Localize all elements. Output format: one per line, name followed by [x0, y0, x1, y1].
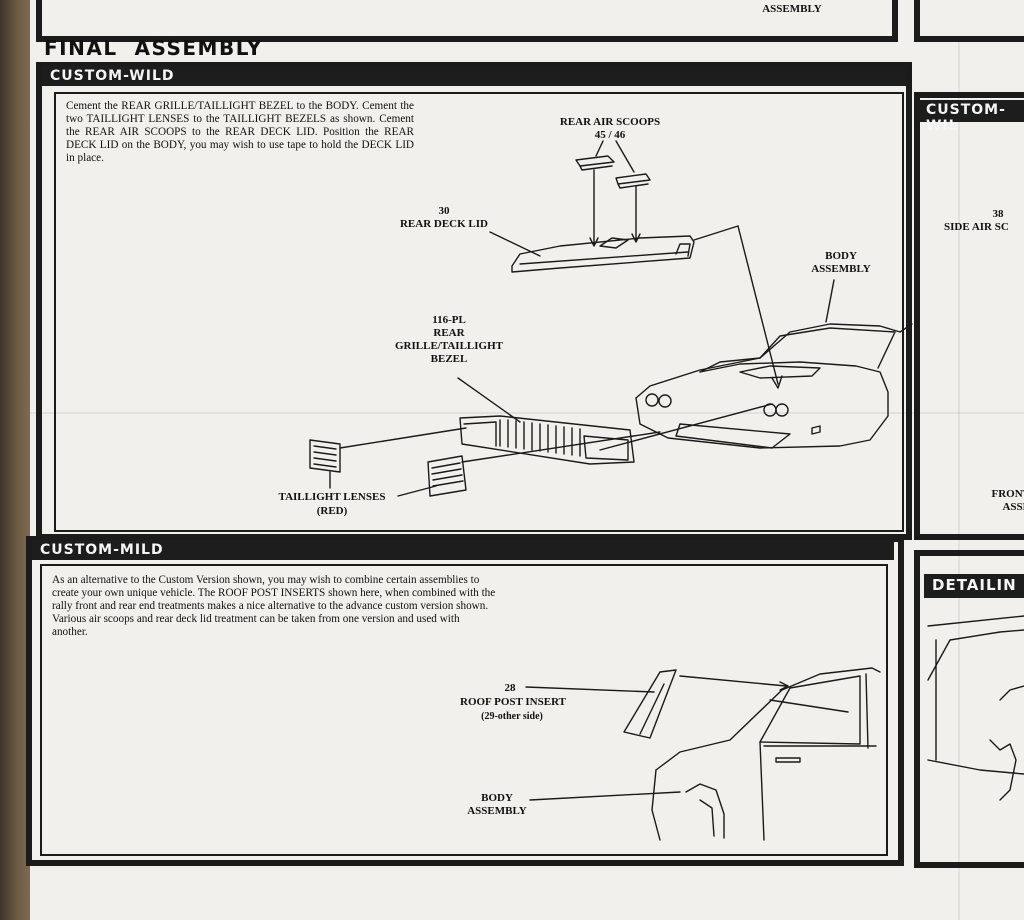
- scoop-placement-arrows: [589, 140, 641, 247]
- custom-wild-body-drawing: [635, 279, 913, 449]
- previous-step-caption: ASSEMBLY: [762, 3, 822, 15]
- custom-mild-body-drawing: [529, 667, 881, 841]
- label-rear-deck-lid: REAR DECK LID: [399, 218, 488, 230]
- custom-wild-inner-frame: [54, 92, 904, 532]
- custom-mild-instructions: As an alternative to the Custom Version …: [52, 574, 496, 638]
- rear-air-scoop-45-drawing: [575, 155, 615, 171]
- custom-mild-panel: [26, 536, 904, 866]
- taillight-lens-right-drawing: [427, 455, 467, 497]
- previous-step-panel: [36, 0, 898, 42]
- label-mild-body-assembly: BODY ASSEMBLY: [467, 792, 527, 817]
- previous-right-panel: [914, 0, 1024, 42]
- rear-air-scoop-46-drawing: [615, 173, 651, 189]
- detailing-partial-drawing: [927, 615, 1024, 801]
- deck-lid-to-body-leader: [693, 225, 783, 389]
- right-custom-wild-title: CUSTOM-WIL: [926, 102, 1006, 134]
- label-roof-post-insert-part-number: 28: [504, 682, 516, 694]
- instruction-sheet: [30, 0, 1024, 920]
- label-rear-air-scoops-part-number: 45 / 46: [594, 129, 626, 141]
- custom-wild-instructions: Cement the REAR GRILLE/TAILLIGHT BEZEL t…: [66, 100, 414, 164]
- label-roof-post-insert: ROOF POST INSERT: [460, 696, 566, 708]
- custom-wild-title: CUSTOM-WILD: [50, 68, 175, 84]
- label-rear-grille-taillight-bezel: 116-PL REAR GRILLE/TAILLIGHT BEZEL: [395, 314, 503, 365]
- label-side-air-scoop-part-number: 38: [992, 208, 1004, 220]
- right-detailing-title: DETAILIN: [932, 576, 1017, 594]
- taillight-placement-lines: [329, 403, 773, 497]
- rear-deck-lid-drawing: [489, 231, 695, 273]
- label-front-assembly: FRONT ASSE: [991, 488, 1024, 513]
- roof-post-insert-drawing: [623, 669, 677, 739]
- label-roof-post-insert-other-side: (29-other side): [481, 711, 543, 722]
- custom-mild-title: CUSTOM-MILD: [40, 542, 164, 558]
- taillight-lens-left-drawing: [309, 439, 341, 473]
- label-body-assembly: BODY ASSEMBLY: [811, 250, 871, 275]
- rear-grille-taillight-bezel-drawing: [457, 377, 635, 465]
- fold-crease-horizontal: [30, 412, 1024, 414]
- right-custom-wild-panel: [914, 92, 1024, 540]
- custom-wild-title-bar: CUSTOM-WILD: [42, 66, 906, 86]
- fold-crease-vertical: [958, 40, 960, 920]
- label-rear-air-scoops: REAR AIR SCOOPS: [559, 116, 661, 128]
- custom-mild-inner-frame: [40, 564, 888, 856]
- label-taillight-lenses-color: (RED): [316, 505, 348, 517]
- right-custom-wild-title-bar: CUSTOM-WIL: [918, 100, 1024, 134]
- label-side-air-scoop: SIDE AIR SC: [944, 221, 1009, 233]
- custom-mild-title-bar: CUSTOM-MILD: [32, 540, 894, 560]
- right-detailing-title-bar: DETAILIN: [924, 574, 1024, 598]
- label-taillight-lenses: TAILLIGHT LENSES: [278, 491, 386, 503]
- roof-post-insert-leader: [525, 675, 789, 693]
- page-title: FINAL ASSEMBLY: [44, 36, 263, 60]
- label-rear-deck-lid-part-number: 30: [438, 205, 450, 217]
- right-detailing-panel: [914, 550, 1024, 868]
